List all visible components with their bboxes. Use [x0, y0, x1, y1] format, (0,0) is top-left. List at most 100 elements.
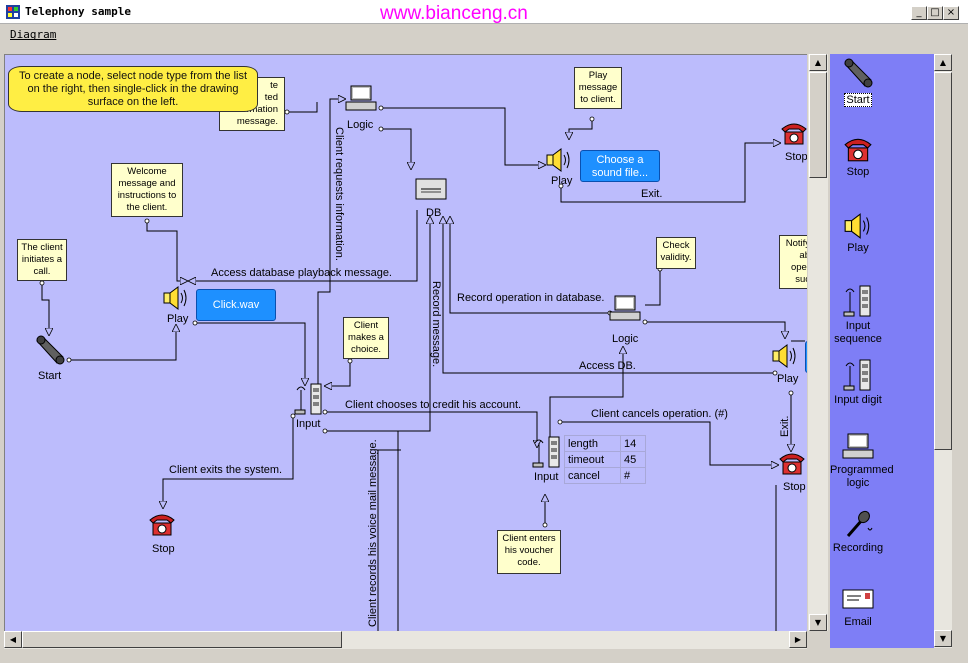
note-info-line4: message.: [236, 116, 278, 127]
connector-lines: [39, 55, 805, 631]
speaker-icon[interactable]: [771, 343, 799, 369]
window-title: Telephony sample: [25, 5, 131, 18]
note-notify-line1: Notify: [785, 238, 807, 249]
palette-label: Programmed logic: [830, 464, 894, 489]
stop-phone-icon[interactable]: [777, 449, 807, 477]
stop-phone-icon: [844, 138, 872, 162]
start-phone-icon[interactable]: [33, 335, 67, 367]
scroll-left-icon[interactable]: ◀: [4, 631, 22, 648]
palette-label: Email: [844, 616, 872, 628]
keypad-icon[interactable]: [531, 433, 563, 469]
palette-item-play[interactable]: Play: [830, 212, 886, 255]
note-voucher[interactable]: Client enters his voucher code.: [497, 530, 561, 574]
node-label-db: DB: [426, 207, 442, 219]
scroll-thumb[interactable]: [809, 72, 827, 178]
watermark: www.bianceng.cn: [380, 3, 528, 24]
scroll-up-icon[interactable]: ▲: [809, 54, 827, 71]
palette-label: Stop: [846, 166, 870, 178]
scroll-thumb[interactable]: [934, 72, 952, 450]
edge-label-record-op: Record operation in database.: [457, 292, 605, 304]
palette-item-input-sequence[interactable]: Input sequence: [830, 282, 886, 346]
keypad-icon: [843, 285, 871, 317]
play3-sound-button[interactable]: [805, 341, 807, 373]
edge-label-client-exits: Client exits the system.: [169, 464, 283, 476]
scroll-thumb[interactable]: [22, 631, 342, 648]
scroll-up-icon[interactable]: ▲: [934, 54, 952, 71]
node-label-play3: Play: [777, 373, 799, 385]
palette-label: Start: [844, 93, 872, 107]
menu-diagram[interactable]: Diagram: [10, 28, 57, 41]
note-client-choice[interactable]: Client makes a choice.: [343, 317, 389, 359]
property-key: length: [564, 435, 621, 452]
start-phone-icon: [844, 58, 873, 88]
property-key: timeout: [564, 451, 621, 468]
speaker-icon[interactable]: [162, 285, 190, 311]
node-label-logic1: Logic: [347, 119, 374, 131]
stop-phone-icon[interactable]: [779, 119, 807, 147]
scroll-down-icon[interactable]: ▼: [934, 630, 952, 647]
property-value[interactable]: 14: [619, 435, 647, 452]
note-info-line1: te: [270, 80, 278, 91]
canvas-horizontal-scrollbar[interactable]: ◀ ▶: [4, 631, 807, 649]
palette-item-recording[interactable]: Recording: [830, 506, 886, 555]
note-check-validity[interactable]: Check validity.: [656, 237, 696, 269]
speaker-icon[interactable]: [545, 147, 573, 173]
envelope-icon: [842, 589, 874, 609]
diagram-canvas[interactable]: Access database playback message. Record…: [4, 54, 807, 631]
maximize-button[interactable]: □: [927, 6, 943, 20]
input-properties-table[interactable]: length 14 timeout 45 cancel #: [564, 435, 647, 484]
edge-label-credit: Client chooses to credit his account.: [345, 399, 522, 411]
help-tooltip: To create a node, select node type from …: [8, 66, 258, 112]
node-label-stop-left: Stop: [152, 543, 175, 555]
property-value[interactable]: #: [619, 467, 647, 484]
database-icon[interactable]: [415, 178, 447, 200]
node-label-start: Start: [38, 370, 62, 382]
node-label-play2: Play: [551, 175, 573, 187]
palette-item-start[interactable]: Start: [830, 58, 886, 107]
node-label-logic2: Logic: [612, 333, 639, 345]
palette-item-input-digit[interactable]: Input digit: [830, 356, 886, 407]
note-play-to-client[interactable]: Play message to client.: [574, 67, 622, 109]
microphone-icon: [846, 510, 873, 537]
palette-item-programmed-logic[interactable]: Programmed logic: [830, 432, 894, 490]
table-row[interactable]: timeout 45: [564, 451, 647, 468]
note-info-line2: ted: [264, 92, 278, 103]
palette-label: Play: [847, 242, 869, 254]
title-bar: Telephony sample www.bianceng.cn _ □ ×: [0, 0, 968, 24]
note-notify-line4: suc: [795, 274, 807, 285]
app-icon: [6, 5, 20, 19]
node-label-input1: Input: [296, 418, 321, 430]
node-label-input2: Input: [534, 471, 559, 483]
close-button[interactable]: ×: [943, 6, 959, 20]
note-client-initiates[interactable]: The client initiates a call.: [17, 239, 67, 281]
canvas-vertical-scrollbar[interactable]: ▲ ▼: [808, 54, 828, 631]
note-info-line3: ormation: [241, 104, 278, 115]
palette-item-stop[interactable]: Stop: [830, 134, 886, 179]
edge-label-cancels: Client cancels operation. (#): [591, 408, 728, 420]
choose-sound-button[interactable]: Choose a sound file...: [580, 150, 660, 182]
scroll-down-icon[interactable]: ▼: [809, 614, 827, 631]
computer-icon[interactable]: [609, 295, 641, 323]
speaker-icon: [844, 213, 870, 239]
edge-label-exit-top: Exit.: [641, 188, 663, 200]
stop-phone-icon[interactable]: [147, 510, 177, 538]
edge-label-access-db: Access DB.: [579, 360, 636, 372]
palette-item-email[interactable]: Email: [830, 584, 886, 629]
computer-icon: [842, 433, 874, 459]
note-notify-line2: ab: [799, 250, 807, 261]
minimize-button[interactable]: _: [911, 6, 927, 20]
table-row[interactable]: cancel #: [564, 467, 647, 484]
node-palette: Start Stop Play Input sequence: [830, 54, 934, 648]
edge-label-access-db-playback: Access database playback message.: [211, 267, 392, 279]
table-row[interactable]: length 14: [564, 435, 647, 452]
click-wav-button[interactable]: Click.wav: [196, 289, 276, 321]
keypad-icon[interactable]: [293, 380, 325, 416]
palette-scrollbar[interactable]: ▲ ▼: [934, 54, 952, 648]
keypad-icon: [843, 359, 871, 391]
property-value[interactable]: 45: [619, 451, 647, 468]
scroll-right-icon[interactable]: ▶: [789, 631, 807, 648]
computer-icon[interactable]: [345, 85, 377, 113]
note-welcome[interactable]: Welcome message and instructions to the …: [111, 163, 183, 217]
note-notify[interactable]: Notify ab oper suc: [779, 235, 807, 289]
edge-label-record-msg: Record message.: [430, 281, 442, 368]
